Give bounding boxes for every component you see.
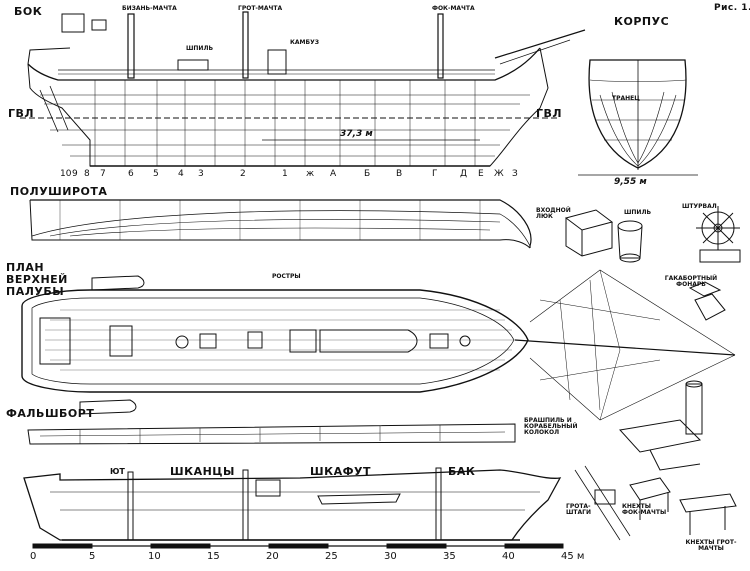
detail-fore-bitts [629, 477, 671, 520]
main-mast-label: ГРОТ-МАЧТА [238, 5, 283, 12]
station-number: З [512, 169, 518, 179]
station-number: Е [478, 169, 484, 179]
fore-bitts-label: КНЕХТЫ ФОК-МАЧТЫ [622, 503, 667, 516]
detail-windlass [619, 380, 703, 471]
wheel-label: ШТУРВАЛ [682, 203, 717, 210]
detail-lantern [688, 281, 726, 321]
station-number: Д [460, 169, 468, 179]
scale-tick-label: 15 [207, 551, 220, 562]
detail-wheel [696, 206, 741, 263]
scale-tick-label: 10 [148, 551, 161, 562]
rostra-label: РОСТРЫ [272, 273, 301, 280]
fore-mast-label: ФОК-МАЧТА [432, 5, 475, 12]
section-title-side: БОК [14, 5, 43, 18]
poop-label: ЮТ [110, 467, 125, 476]
station-number: В [396, 169, 403, 179]
station-number: Г [432, 169, 438, 179]
station-number: 6 [128, 169, 134, 179]
hatch-label: ВХОДНОЙ ЛЮК [536, 207, 571, 220]
scale-tick-label: 0 [30, 551, 37, 562]
section-title-hull: КОРПУС [614, 15, 670, 28]
station-number: 9 [72, 169, 78, 179]
station-number: А [330, 169, 337, 179]
section-title-half-breadth: ПОЛУШИРОТА [10, 185, 108, 198]
longitudinal-section [23, 467, 562, 541]
deck-plan [21, 269, 736, 421]
main-stays-label: ГРОТА-ШТАГИ [566, 503, 591, 516]
windlass-label: БРАШПИЛЬ И КОРАБЕЛЬНЫЙ КОЛОКОЛ [524, 417, 578, 436]
station-number: Б [364, 169, 371, 179]
station-number: 8 [84, 169, 90, 179]
scale-tick-label: 5 [89, 551, 96, 562]
detail-main-bitts [679, 493, 737, 535]
station-number: 1 [282, 169, 288, 179]
main-bitts-label: КНЕХТЫ ГРОТ-МАЧТЫ [685, 539, 737, 552]
scale-tick-label: 20 [266, 551, 279, 562]
mizzen-mast-label: БИЗАНЬ-МАЧТА [122, 5, 177, 12]
station-number: 7 [100, 169, 106, 179]
beam-dimension: 9,55 м [614, 177, 647, 187]
capstan-detail-label: ШПИЛЬ [624, 209, 652, 216]
detail-main-stays [574, 465, 631, 541]
bulwark-view [27, 423, 516, 445]
scale-bar [32, 543, 564, 549]
forecastle-label: БАК [448, 465, 476, 478]
station-number: ж [306, 169, 315, 179]
figure-label: Рис. 1. [714, 3, 750, 13]
quarterdeck-label: ШКАНЦЫ [170, 465, 235, 478]
station-number: Ж [494, 169, 504, 179]
transom-label: ТРАНЕЦ [612, 95, 640, 102]
station-number: 4 [178, 169, 184, 179]
station-number: 10 [60, 169, 72, 179]
detail-capstan [617, 220, 643, 263]
gvl-label-right: ГВЛ [536, 107, 563, 120]
station-number: 3 [198, 169, 204, 179]
section-title-deck-plan: ПЛАН ВЕРХНЕЙ ПАЛУБЫ [6, 261, 68, 298]
half-breadth-plan [29, 199, 532, 249]
body-plan [578, 59, 698, 176]
scale-tick-label: 25 [325, 551, 338, 562]
capstan-label: ШПИЛЬ [186, 45, 214, 52]
station-number: 5 [153, 169, 159, 179]
galley-label: КАМБУЗ [290, 39, 319, 46]
detail-hatch [564, 209, 614, 257]
scale-tick-label: 30 [384, 551, 397, 562]
waist-label: ШКАФУТ [310, 465, 371, 478]
scale-tick-label: 40 [502, 551, 515, 562]
gvl-label-left: ГВЛ [8, 107, 35, 120]
length-dimension: 37,3 м [340, 129, 373, 139]
scale-tick-label: 35 [443, 551, 456, 562]
section-title-bulwark: ФАЛЬШБОРТ [6, 407, 95, 420]
side-view-hull [20, 11, 586, 167]
station-number: 2 [240, 169, 246, 179]
scale-tick-label: 45 м [561, 551, 585, 562]
lantern-label: ГАКАБОРТНЫЙ ФОНАРЬ [664, 275, 718, 288]
